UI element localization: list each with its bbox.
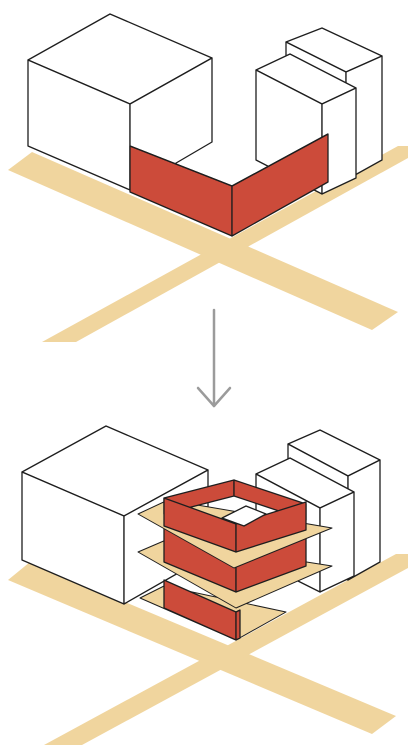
intersection-roads-bottom [8, 554, 408, 745]
road-diagonal-down-bottom [8, 562, 396, 734]
road-diagonal-up-bottom [44, 554, 408, 745]
red-ring-front-right [235, 501, 307, 553]
building-right-front-bottom-side-face [319, 491, 355, 593]
red-facade-top-edge [129, 133, 329, 187]
road-diagonal-up [42, 146, 408, 342]
before-scene [8, 13, 408, 342]
intersection-roads-top [8, 146, 408, 342]
arrow-down-icon [196, 308, 232, 408]
stacked-building [137, 479, 333, 641]
courtyard-opening [221, 505, 267, 527]
after-scene [8, 425, 408, 745]
red-band-lower-right [235, 609, 241, 641]
red-corner-facade-top [129, 133, 329, 237]
road-diagonal-down [8, 152, 398, 330]
